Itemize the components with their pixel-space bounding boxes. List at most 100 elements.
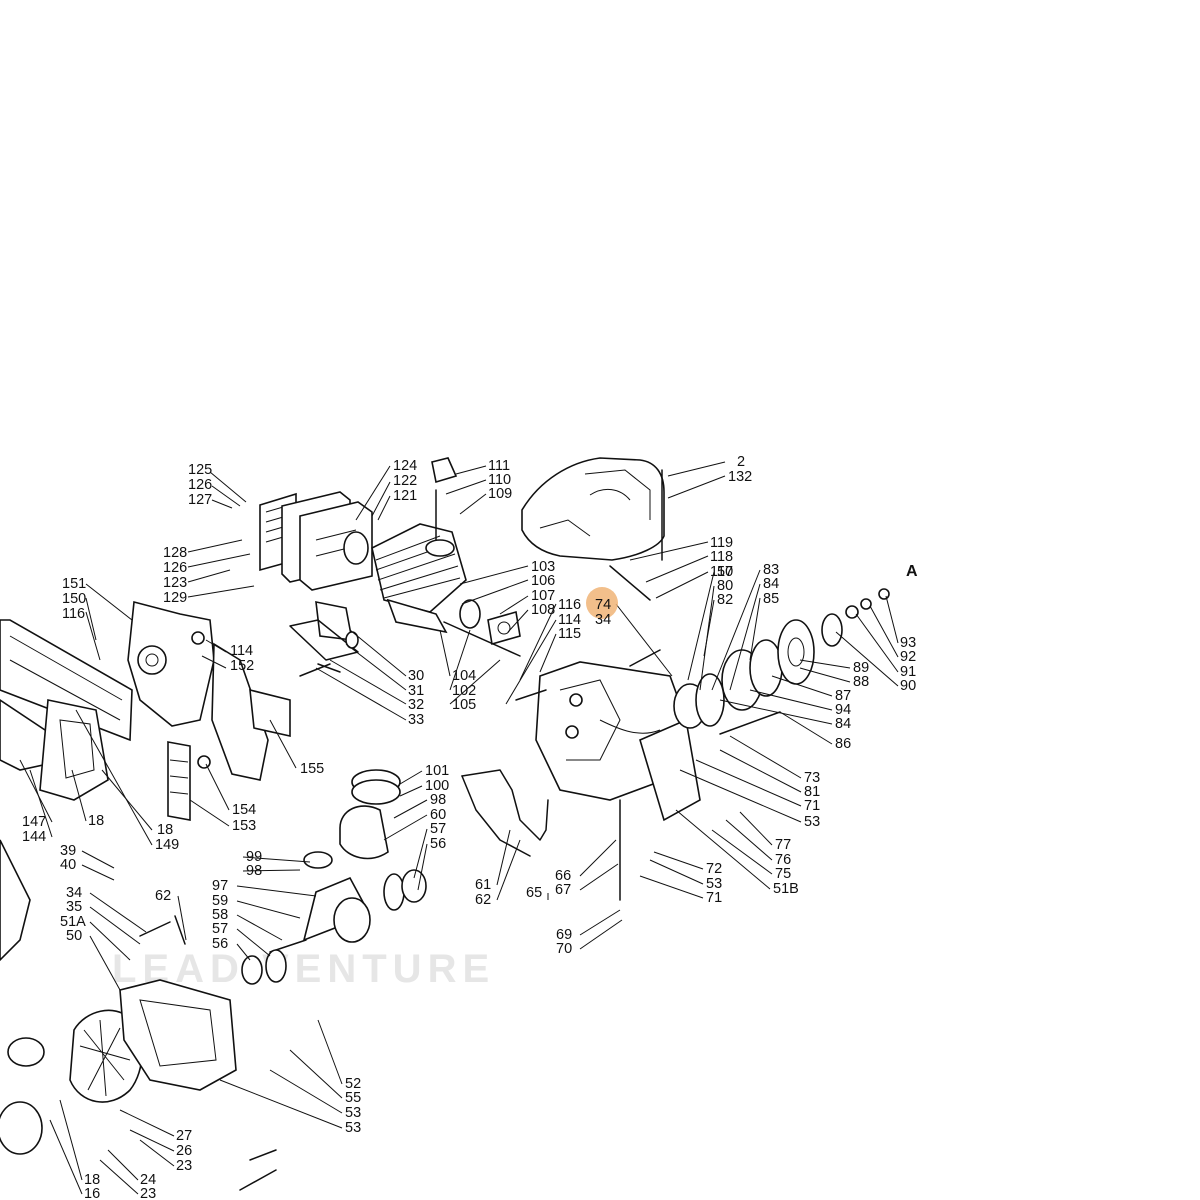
part-label-39: 39 [60,843,76,859]
part-label-16: 16 [84,1186,100,1200]
part-label-93: 93 [900,635,916,651]
part-label-69: 69 [556,927,572,943]
part-label-94: 94 [835,702,851,718]
part-label-75: 75 [775,866,791,882]
part-label-50: 50 [717,564,733,580]
part-label-116: 116 [558,597,581,613]
part-label-144: 144 [22,829,46,845]
part-label-125: 125 [188,462,212,478]
part-label-147: 147 [22,814,46,830]
part-label-32: 32 [408,697,424,713]
part-label-62: 62 [155,888,171,904]
part-label-80: 80 [717,578,733,594]
part-label-24: 24 [140,1172,156,1188]
part-label-108: 108 [531,602,555,618]
part-label-114: 114 [230,643,253,659]
part-label-70: 70 [556,941,572,957]
part-label-51A: 51A [60,914,86,930]
crankcase-gasket [461,769,549,857]
part-label-86: 86 [835,736,851,752]
part-label-18: 18 [157,822,173,838]
part-label-115: 115 [558,626,581,642]
part-label-87: 87 [835,688,851,704]
part-label-124: 124 [393,458,417,474]
part-label-71: 71 [706,890,722,906]
part-label-73: 73 [804,770,820,786]
crankcase [515,661,701,822]
part-label-121: 121 [393,488,417,504]
part-label-58: 58 [212,907,228,923]
part-label-66: 66 [555,868,571,884]
part-label-34: 34 [595,612,611,628]
part-label-31: 31 [408,683,424,699]
part-label-57: 57 [430,821,446,837]
part-label-57: 57 [212,921,228,937]
part-label-104: 104 [452,668,476,684]
part-label-122: 122 [393,473,417,489]
part-label-126: 126 [188,477,212,493]
part-label-30: 30 [408,668,424,684]
part-label-98: 98 [246,863,262,879]
part-label-129: 129 [163,590,187,606]
part-label-85: 85 [763,591,779,607]
part-label-61: 61 [475,877,491,893]
part-label-2: 2 [737,454,745,470]
part-label-53: 53 [345,1105,361,1121]
part-label-53: 53 [804,814,820,830]
part-label-50: 50 [66,928,82,944]
part-label-150: 150 [62,591,86,607]
part-label-88: 88 [853,674,869,690]
intake-parts [443,599,521,657]
part-label-84: 84 [835,716,851,732]
part-label-105: 105 [452,697,476,713]
part-label-18: 18 [84,1172,100,1188]
top-cover [521,457,665,561]
part-label-74: 74 [595,597,611,613]
part-label-53: 53 [706,876,722,892]
part-label-91: 91 [900,664,916,680]
part-label-67: 67 [555,882,571,898]
air-filter-housing [259,491,373,591]
cylinder [371,457,467,634]
part-label-100: 100 [425,778,449,794]
part-label-107: 107 [531,588,555,604]
part-label-101: 101 [425,763,449,779]
part-label-92: 92 [900,649,916,665]
side-cover [127,600,291,821]
part-label-53: 53 [345,1120,361,1136]
part-label-72: 72 [706,861,722,877]
part-label-132: 132 [728,469,752,485]
part-label-56: 56 [212,936,228,952]
part-label-97: 97 [212,878,228,894]
part-label-23: 23 [140,1186,156,1200]
part-label-83: 83 [763,562,779,578]
part-label-128: 128 [163,545,187,561]
part-label-76: 76 [775,852,791,868]
part-label-33: 33 [408,712,424,728]
part-label-35: 35 [66,899,82,915]
part-label-55: 55 [345,1090,361,1106]
part-label-114: 114 [558,612,581,628]
part-label-123: 123 [163,575,187,591]
leader-lines [19,461,899,1195]
part-label-117: 117 [710,564,733,580]
part-label-51B: 51B [773,881,799,897]
part-label-109: 109 [488,486,512,502]
part-label-65: 65 [526,885,542,901]
part-label-81: 81 [804,784,820,800]
part-label-60: 60 [430,807,446,823]
part-label-62: 62 [475,892,491,908]
highlight-marker [586,587,618,619]
part-label-106: 106 [531,573,555,589]
part-label-118: 118 [710,549,733,565]
part-label-71: 71 [804,798,820,814]
part-label-99: 99 [246,849,262,865]
part-number-labels: 1251261271241221211111101092132128126123… [22,454,916,1200]
clutch-assembly [673,588,890,735]
part-label-151: 151 [62,576,86,592]
part-label-103: 103 [531,559,555,575]
part-label-127: 127 [188,492,212,508]
part-label-77: 77 [775,837,791,853]
part-label-126: 126 [163,560,187,576]
